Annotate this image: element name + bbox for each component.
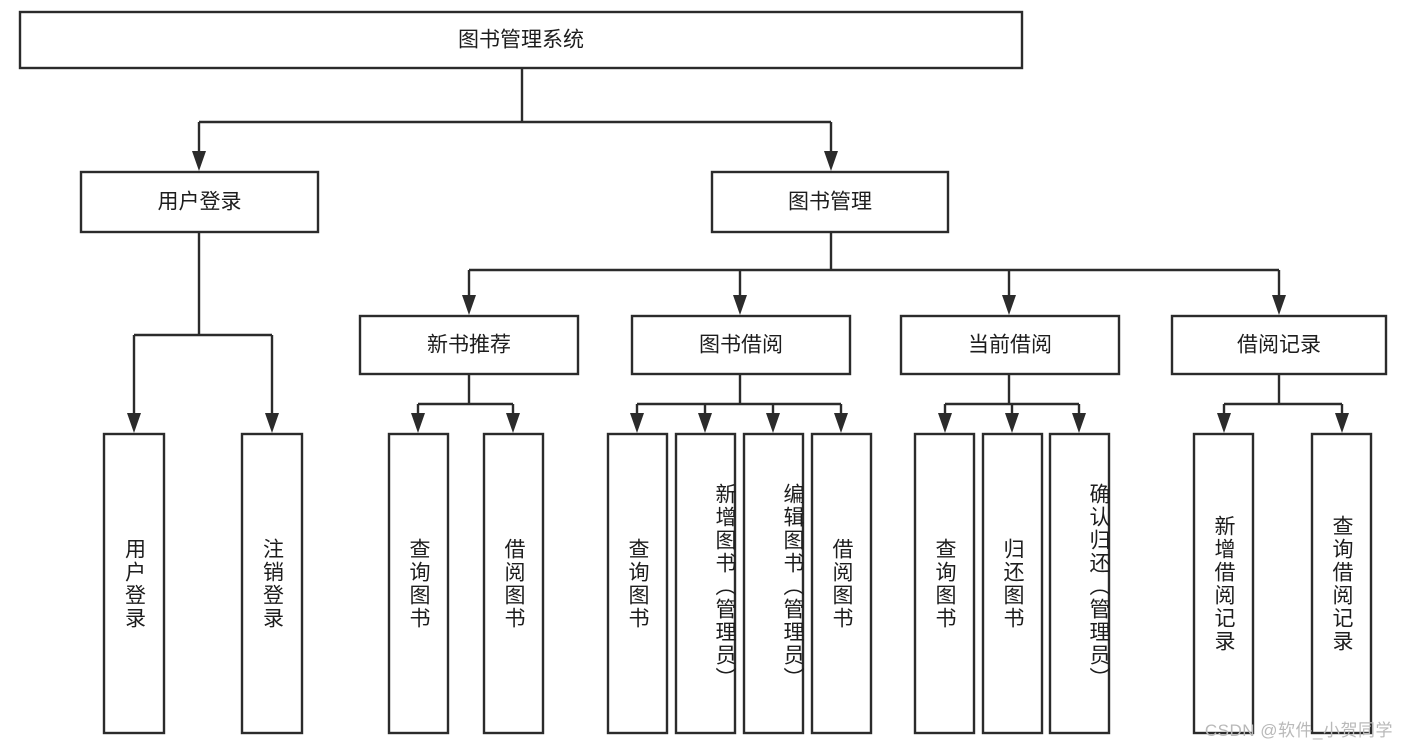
to-confirm-return-admin-arrowhead [1072,413,1086,433]
node-box-current-borrow[interactable] [899,314,1121,376]
node-label-book-borrow: 图书借阅 [699,334,783,357]
node-box-book-borrow[interactable] [630,314,852,376]
node-box-user-login-do[interactable] [102,432,166,735]
node-box-user-logout[interactable] [240,432,304,735]
to-current-borrow-arrowhead [1002,295,1016,315]
to-add-book-admin-arrowhead [698,413,712,433]
node-box-new-book-recommend[interactable] [358,314,580,376]
node-box-borrow-record[interactable] [1170,314,1388,376]
to-borrow-book-2-arrowhead [834,413,848,433]
node-box-edit-book-admin[interactable] [742,432,805,735]
to-edit-book-admin-arrowhead [766,413,780,433]
node-label-current-borrow: 当前借阅 [968,334,1052,357]
to-book-manage-arrowhead [824,151,838,171]
to-user-login-arrowhead [192,151,206,171]
node-box-borrow-book-1[interactable] [482,432,545,735]
node-box-add-borrow-record[interactable] [1192,432,1255,735]
node-box-undefined[interactable] [18,10,1024,70]
to-query-borrow-record-arrowhead [1335,413,1349,433]
node-label-new-book-recommend: 新书推荐 [427,334,511,357]
to-query-book-1-arrowhead [411,413,425,433]
node-box-query-book-3[interactable] [913,432,976,735]
node-box-query-borrow-record[interactable] [1310,432,1373,735]
node-box-query-book-1[interactable] [387,432,450,735]
to-query-book-2-arrowhead [630,413,644,433]
node-box-borrow-book-2[interactable] [810,432,873,735]
to-book-borrow-arrowhead [733,295,747,315]
node-label-user-login: 用户登录 [158,191,242,214]
node-box-add-book-admin[interactable] [674,432,737,735]
to-new-book-recommend-arrowhead [462,295,476,315]
node-box-return-book[interactable] [981,432,1044,735]
to-borrow-book-1-arrowhead [506,413,520,433]
to-user-logout-arrowhead [265,413,279,433]
node-box-user-login[interactable] [79,170,320,234]
to-return-book-arrowhead [1005,413,1019,433]
to-user-login-do-arrowhead [127,413,141,433]
node-box-confirm-return-admin[interactable] [1048,432,1111,735]
connector-layer [127,68,1349,433]
node-box-book-manage[interactable] [710,170,950,234]
node-label-undefined: 图书管理系统 [458,29,584,52]
watermark: CSDN @软件_小贺同学 [1204,721,1393,740]
node-box-query-book-2[interactable] [606,432,669,735]
to-query-book-3-arrowhead [938,413,952,433]
node-label-book-manage: 图书管理 [788,191,872,214]
to-add-borrow-record-arrowhead [1217,413,1231,433]
to-borrow-record-arrowhead [1272,295,1286,315]
node-label-borrow-record: 借阅记录 [1237,334,1321,357]
